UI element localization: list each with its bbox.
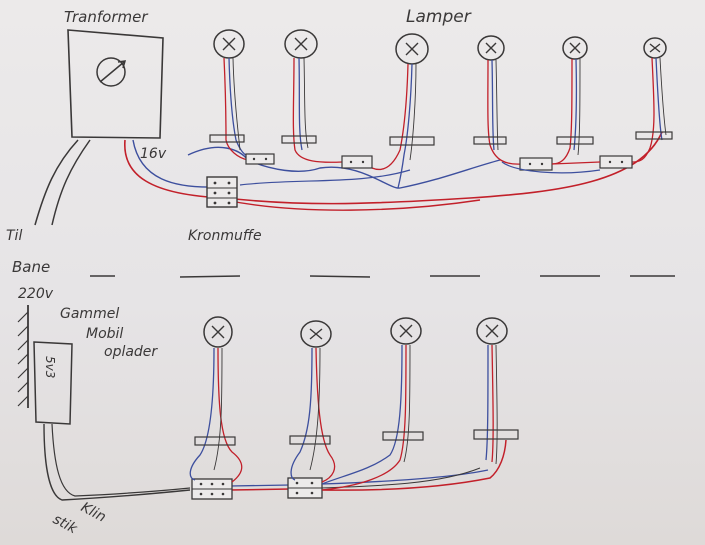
bottom-lamp-2 [289,320,336,483]
transformer [67,29,164,139]
bane-label: Bane [12,258,50,276]
top-lamp-1 [209,29,253,161]
bottom-lamp-4 [473,317,519,465]
bottom-connector-2 [287,477,323,499]
top-lamp-5 [551,36,594,165]
separator-line [90,275,675,278]
charger-label-1: Gammel [60,306,119,322]
bottom-connector-1 [191,478,233,500]
voltage-220-label: 220v [18,286,54,302]
top-lamp-2 [281,29,343,163]
charger-label-2: Mobil [86,326,123,342]
voltage-16-label: 16v [140,146,167,162]
lamps-label: Lamper [406,7,472,27]
top-lamp-6 [631,37,673,163]
top-connector-2 [341,155,373,169]
top-connector-4 [599,155,633,169]
central-connector [206,176,238,208]
top-connector-1 [245,153,275,165]
main-red-wire [124,131,663,205]
bottom-lamp-1 [189,316,243,483]
top-connector-3 [519,157,553,171]
bottom-label-1: Klin [78,499,108,525]
charger-label-3: oplader [104,344,158,360]
connector-label: Kronmuffe [188,228,262,244]
top-lamp-4 [473,35,523,165]
top-lamp-3 [371,33,435,189]
charger-box-label: 5v3 [43,356,57,378]
wall-hatch [17,305,29,408]
bottom-label-2: stik [50,511,80,537]
bottom-lamp-3 [321,317,424,491]
dial-icon [96,57,126,87]
transformer-label: Tranformer [64,8,148,26]
charger-box: 5v3 [33,341,73,425]
til-label: Til [6,228,22,244]
